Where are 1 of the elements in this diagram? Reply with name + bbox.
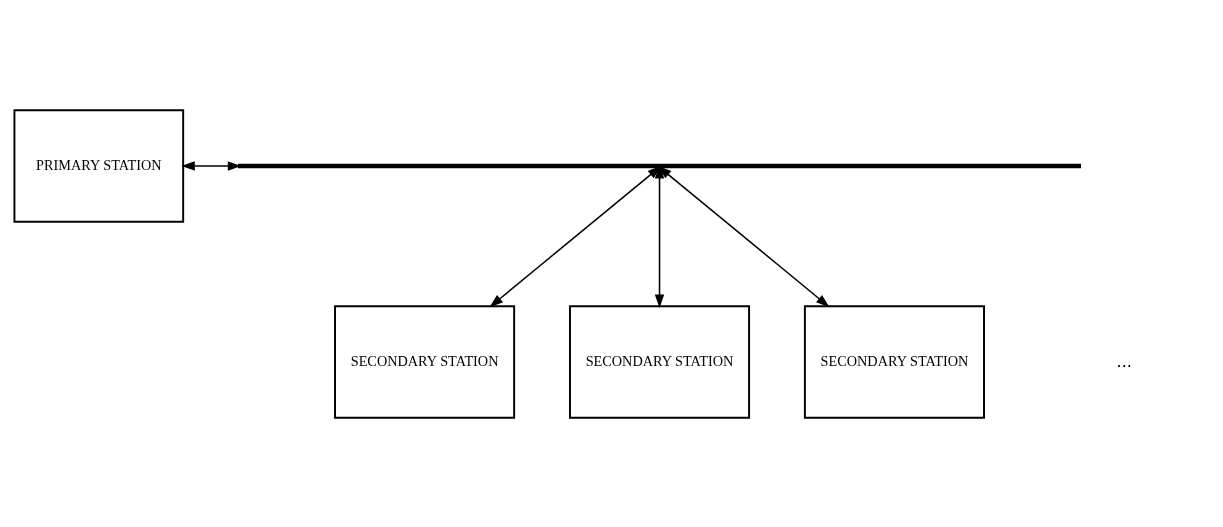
label: ... bbox=[1116, 350, 1132, 371]
